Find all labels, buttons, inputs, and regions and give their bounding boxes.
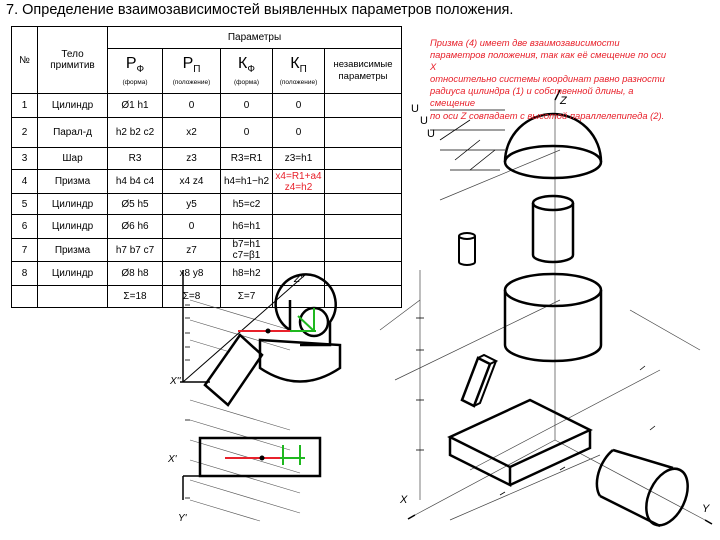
axis-label-x1: X' [167,454,178,465]
union-symbol: U [420,115,428,127]
parameters-table: № Тело примитив Параметры РФ(форма) РП(п… [11,26,402,308]
axis-label-y1: Y' [178,513,188,524]
explanation-note: Призма (4) имеет две взаимозависимости п… [430,37,667,121]
header-kp: КП(положение) [272,48,325,94]
slide-title: 7. Определение взаимозависимостей выявле… [6,2,514,18]
header-pp: РП(положение) [162,48,221,94]
header-body: Тело примитив [37,26,108,94]
union-symbol: U [411,103,419,115]
axis-label-z2: Z'' [293,274,305,285]
axis-label-x-iso: X [399,494,408,506]
header-pf: РФ(форма) [107,48,163,94]
union-symbol: U [427,128,435,140]
header-independent: независимые параметры [324,48,402,94]
axis-label-x2: X'' [169,376,182,387]
axis-label-y-iso: Y [702,503,710,515]
axis-label-z-iso: Z [559,95,568,107]
